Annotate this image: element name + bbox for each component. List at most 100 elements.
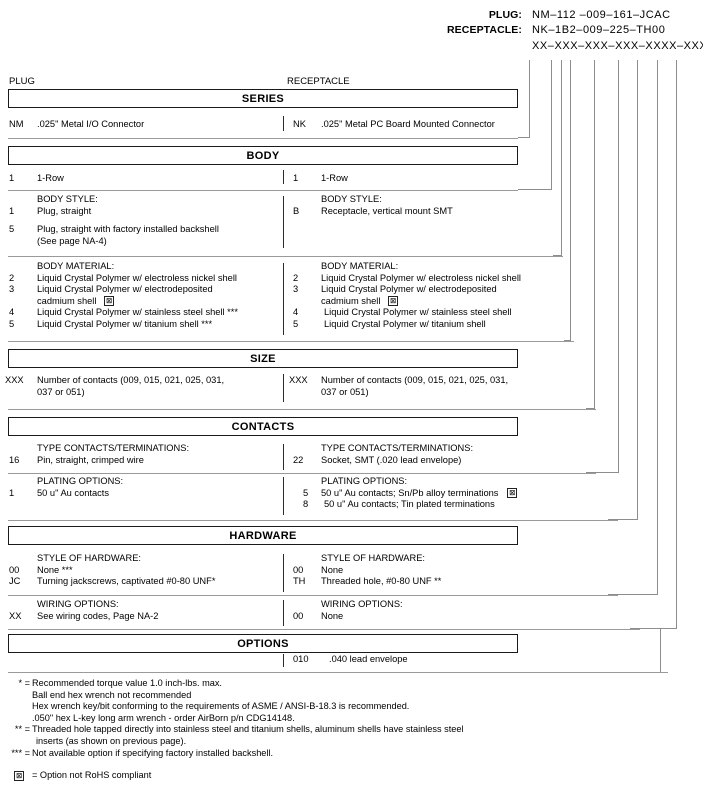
footnote-line: Not available option if specifying facto… bbox=[32, 747, 274, 758]
section-header-series: SERIES bbox=[8, 89, 518, 108]
connector-line bbox=[657, 60, 658, 595]
contacts-type-left-code: 16 bbox=[9, 454, 20, 465]
contacts-plating-right-code: 8 bbox=[303, 499, 309, 510]
connector-line bbox=[618, 60, 619, 473]
body-material-right-code: 3 bbox=[293, 284, 299, 295]
hardware-wiring-right: WIRING OPTIONS: 00 None bbox=[293, 599, 583, 622]
body-style-right-code: B bbox=[293, 205, 300, 216]
body-material-right-text: Liquid Crystal Polymer w/ titanium shell bbox=[324, 318, 486, 329]
size-left-text: Number of contacts (009, 015, 021, 025, … bbox=[37, 375, 225, 385]
contacts-plating-left-code: 1 bbox=[9, 487, 15, 498]
section-rule bbox=[8, 629, 640, 630]
contacts-plating-heading-left: PLATING OPTIONS: bbox=[37, 476, 124, 486]
rohs-noncompliant-icon: ⊠ bbox=[104, 295, 115, 306]
hardware-wiring-left-code: XX bbox=[9, 610, 22, 621]
connector-elbow bbox=[586, 408, 595, 409]
body-material-right-code: 2 bbox=[293, 272, 299, 283]
body-material-left-code: 3 bbox=[9, 284, 15, 295]
section-header-hardware: HARDWARE bbox=[8, 526, 518, 545]
footnote-line: Ball end hex wrench not recommended bbox=[32, 689, 192, 700]
column-caption-receptacle: RECEPTACLE bbox=[287, 76, 350, 87]
footnote-line: .050" hex L-key long arm wrench - order … bbox=[32, 712, 295, 723]
connector-elbow bbox=[553, 255, 562, 256]
body-style-left: BODY STYLE: 1 Plug, straight 5 Plug, str… bbox=[9, 194, 281, 248]
body-material-left-text: Liquid Crystal Polymer w/ titanium shell… bbox=[37, 318, 213, 329]
rohs-noncompliant-icon: ⊠ bbox=[388, 295, 399, 306]
footnote-marker: * = bbox=[18, 678, 31, 688]
connector-line bbox=[676, 60, 677, 629]
body-material-right-text: Liquid Crystal Polymer w/ electroless ni… bbox=[321, 272, 521, 283]
hardware-style-right-text: None bbox=[321, 564, 344, 575]
connector-line bbox=[660, 628, 661, 672]
rohs-legend: ⊠ = Option not RoHS compliant bbox=[6, 770, 606, 782]
hardware-wiring-block: WIRING OPTIONS: XX See wiring codes, Pag… bbox=[0, 599, 703, 625]
connector-line bbox=[594, 60, 595, 409]
column-caption-plug: PLUG bbox=[9, 76, 35, 87]
series-right-code: NK bbox=[293, 119, 306, 129]
size-right-code: XXX bbox=[289, 375, 308, 385]
column-divider bbox=[283, 600, 284, 626]
connector-line bbox=[529, 60, 530, 138]
hardware-style-block: STYLE OF HARDWARE: 00 None *** JC Turnin… bbox=[0, 553, 703, 591]
hardware-style-heading-right: STYLE OF HARDWARE: bbox=[321, 553, 425, 563]
section-rule bbox=[8, 138, 518, 139]
hardware-style-right: STYLE OF HARDWARE: 00 None TH Threaded h… bbox=[293, 553, 583, 588]
footnote-marker: ** = bbox=[14, 724, 30, 735]
connector-elbow bbox=[586, 472, 619, 473]
hardware-wiring-right-text: None bbox=[321, 610, 344, 621]
body-style-left-code: 5 bbox=[9, 223, 15, 234]
hardware-wiring-left-text: See wiring codes, Page NA-2 bbox=[37, 610, 159, 621]
hardware-wiring-heading-right: WIRING OPTIONS: bbox=[321, 599, 403, 609]
contacts-type-block: TYPE CONTACTS/TERMINATIONS: 16 Pin, stra… bbox=[0, 443, 703, 469]
hardware-style-left-code: JC bbox=[9, 576, 21, 587]
part-number-plug-label: PLUG: bbox=[488, 9, 522, 21]
connector-elbow bbox=[518, 137, 530, 138]
series-left-text: .025" Metal I/O Connector bbox=[37, 119, 145, 129]
body-style-left-note: (See page NA-4) bbox=[37, 235, 107, 246]
body-row-right-text: 1-Row bbox=[321, 173, 348, 183]
body-row-right-code: 1 bbox=[293, 173, 299, 183]
connector-elbow bbox=[608, 594, 658, 595]
body-material-left-text: Liquid Crystal Polymer w/ electrodeposit… bbox=[37, 284, 213, 295]
column-divider bbox=[283, 116, 284, 131]
connector-line bbox=[561, 60, 562, 256]
footnote-marker: *** = bbox=[11, 747, 30, 758]
hardware-style-right-code: TH bbox=[293, 576, 306, 587]
column-divider bbox=[283, 170, 284, 184]
hardware-style-right-code: 00 bbox=[293, 564, 304, 575]
size-block: XXX Number of contacts (009, 015, 021, 0… bbox=[0, 375, 703, 403]
hardware-wiring-left: WIRING OPTIONS: XX See wiring codes, Pag… bbox=[9, 599, 281, 622]
hardware-style-left-text: Turning jackscrews, captivated #0-80 UNF… bbox=[37, 576, 216, 587]
footnote-line: Recommended torque value 1.0 inch-lbs. m… bbox=[32, 678, 222, 688]
section-rule bbox=[8, 256, 563, 257]
contacts-plating-right-text: 50 u" Au contacts; Tin plated terminatio… bbox=[324, 499, 495, 510]
connector-elbow bbox=[608, 519, 638, 520]
connector-elbow bbox=[518, 189, 552, 190]
connector-line bbox=[637, 60, 638, 520]
body-material-left-text: Liquid Crystal Polymer w/ electroless ni… bbox=[37, 272, 237, 283]
section-rule bbox=[8, 409, 596, 410]
part-number-block: PLUG: NM–112 –009–161–JCAC RECEPTACLE: N… bbox=[430, 8, 703, 54]
series-left-code: NM bbox=[9, 119, 24, 129]
contacts-plating-block: PLATING OPTIONS: 1 50 u" Au contacts PLA… bbox=[0, 476, 703, 514]
size-left-text: 037 or 051) bbox=[37, 386, 85, 397]
section-header-options: OPTIONS bbox=[8, 634, 518, 653]
contacts-plating-right-text: 50 u" Au contacts; Sn/Pb alloy terminati… bbox=[321, 487, 499, 498]
body-material-right-text: cadmium shell bbox=[321, 295, 381, 306]
body-style-right-text: Receptacle, vertical mount SMT bbox=[321, 205, 453, 216]
hardware-style-left-text: None *** bbox=[37, 564, 73, 575]
size-left: XXX Number of contacts (009, 015, 021, 0… bbox=[5, 375, 277, 398]
contacts-type-right-code: 22 bbox=[293, 454, 304, 465]
rohs-noncompliant-icon: ⊠ bbox=[507, 487, 518, 498]
options-right-code: 010 bbox=[293, 654, 309, 664]
column-divider bbox=[283, 374, 284, 402]
size-left-code: XXX bbox=[5, 375, 24, 385]
section-header-contacts: CONTACTS bbox=[8, 417, 518, 436]
section-header-body: BODY bbox=[8, 146, 518, 165]
body-material-block: BODY MATERIAL: 2 Liquid Crystal Polymer … bbox=[0, 261, 703, 333]
footnote-line: Threaded hole tapped directly into stain… bbox=[32, 724, 464, 735]
body-style-left-text: Plug, straight with factory installed ba… bbox=[37, 223, 219, 234]
options-row: 010 .040 lead envelope bbox=[0, 654, 703, 670]
section-rule bbox=[8, 672, 668, 673]
